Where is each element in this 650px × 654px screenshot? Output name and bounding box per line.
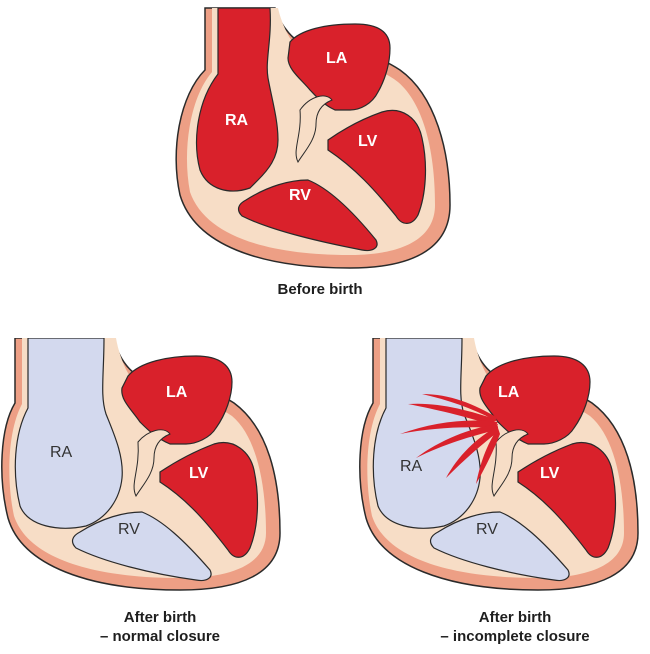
caption-before-birth: Before birth (215, 280, 425, 299)
heart-before-birth-panel: LA RA LV RV (150, 0, 480, 270)
label-rv: RV (289, 187, 311, 204)
caption-line: – normal closure (60, 627, 260, 646)
label-lv: LV (358, 133, 378, 150)
label-ra: RA (400, 458, 423, 475)
label-la: LA (326, 50, 348, 67)
label-lv: LV (189, 465, 209, 482)
caption-line: Before birth (215, 280, 425, 299)
label-ra: RA (50, 444, 73, 461)
label-lv: LV (540, 465, 560, 482)
caption-line: After birth (60, 608, 260, 627)
caption-incomplete-closure: After birth – incomplete closure (410, 608, 620, 646)
caption-line: After birth (410, 608, 620, 627)
label-la: LA (498, 384, 520, 401)
label-la: LA (166, 384, 188, 401)
heart-incomplete-closure-diagram: LA RA LV RV (358, 338, 650, 600)
label-ra: RA (225, 112, 249, 129)
heart-normal-closure-panel: LA RA LV RV (0, 338, 300, 600)
heart-incomplete-closure-panel: LA RA LV RV (358, 338, 650, 600)
heart-normal-closure-diagram: LA RA LV RV (0, 338, 300, 600)
label-rv: RV (476, 521, 498, 538)
heart-before-birth-diagram: LA RA LV RV (150, 0, 480, 270)
caption-normal-closure: After birth – normal closure (60, 608, 260, 646)
label-rv: RV (118, 521, 140, 538)
caption-line: – incomplete closure (410, 627, 620, 646)
